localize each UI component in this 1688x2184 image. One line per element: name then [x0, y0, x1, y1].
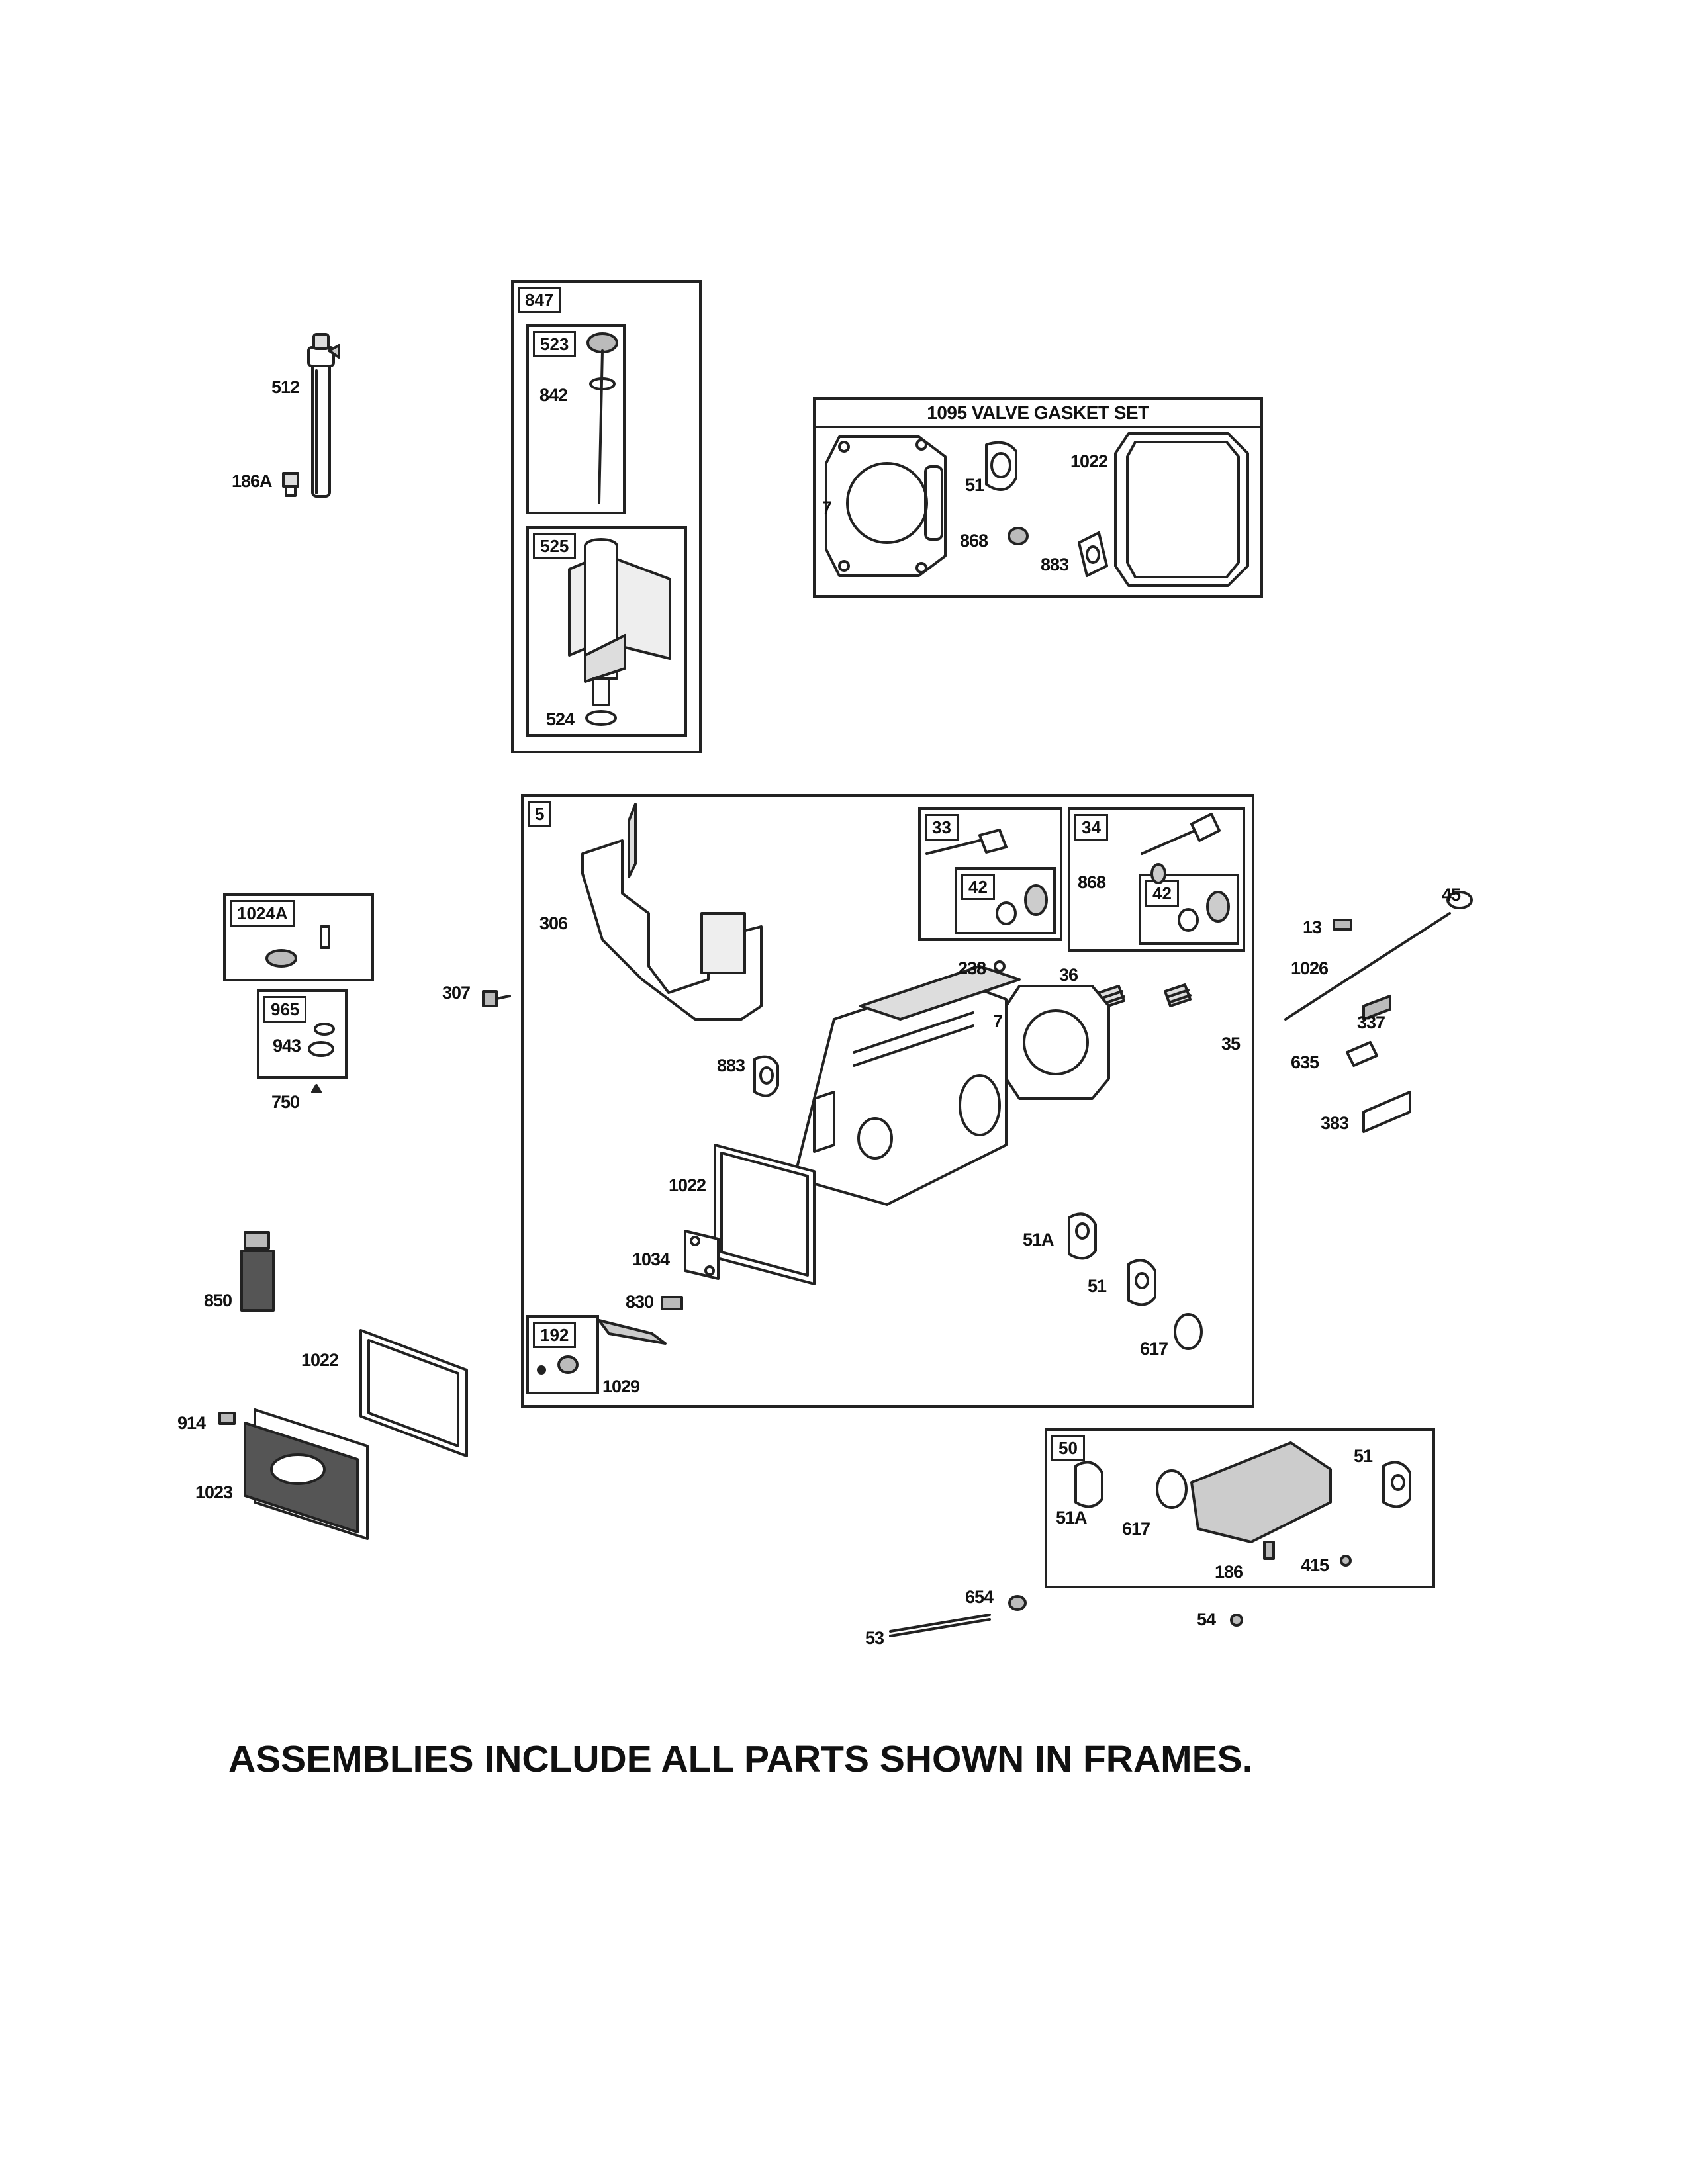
frame-tag-42-b: 42 — [1145, 880, 1179, 907]
assembly-frame-33: 33 — [918, 807, 1062, 941]
cylinder-head-drawing — [793, 965, 1021, 1206]
callout-51a-manifold: 51A — [1056, 1508, 1088, 1527]
callout-36: 36 — [1059, 965, 1078, 985]
callout-51-head: 51 — [1088, 1276, 1107, 1296]
fitting-186a-drawing — [282, 472, 299, 497]
assembly-frame-847: 847 — [511, 280, 702, 753]
frame-tag-523: 523 — [533, 331, 577, 357]
callout-306: 306 — [539, 913, 568, 933]
assembly-frame-523: 523 — [526, 324, 626, 514]
assembly-frame-50: 50 — [1045, 1428, 1435, 1588]
callout-524: 524 — [546, 709, 575, 729]
spring-and-gasket-drawing — [994, 960, 1192, 1100]
callout-383: 383 — [1321, 1113, 1349, 1133]
sealant-tube-drawing — [240, 1231, 275, 1312]
callout-307: 307 — [442, 983, 471, 1003]
callout-850: 850 — [204, 1291, 232, 1310]
frame-tag-192: 192 — [533, 1322, 577, 1348]
callout-654: 654 — [965, 1587, 994, 1607]
callout-45: 45 — [1442, 885, 1461, 905]
breather-and-cap-drawing — [265, 925, 335, 1093]
frame-tag-50: 50 — [1051, 1435, 1085, 1461]
assembly-frame-192: 192 — [526, 1315, 599, 1394]
assembly-frame-1024a: 1024A — [223, 893, 374, 981]
valve-cover-gasket-drawing — [359, 1329, 468, 1457]
bolt-307-drawing — [482, 990, 511, 1007]
dipstick-tube-drawing — [307, 333, 340, 498]
callout-337: 337 — [1357, 1013, 1385, 1032]
callout-415: 415 — [1301, 1555, 1329, 1575]
callout-1023: 1023 — [195, 1482, 233, 1502]
callout-186a: 186A — [232, 471, 273, 491]
callout-51a-head: 51A — [1023, 1230, 1055, 1250]
callout-842: 842 — [539, 385, 568, 405]
callout-868-gasket-set: 868 — [960, 531, 988, 551]
pushrod-and-sensor-drawing — [1284, 891, 1473, 1133]
callout-13: 13 — [1303, 917, 1322, 937]
callout-1022-cover: 1022 — [301, 1350, 339, 1370]
callout-7-head: 7 — [993, 1011, 1003, 1031]
callout-617-head: 617 — [1140, 1339, 1168, 1359]
assembly-frame-525: 525 — [526, 526, 687, 737]
studs-and-nuts-drawing — [889, 1595, 1243, 1637]
intake-valve-drawing — [925, 829, 1048, 925]
frame-tag-1024a: 1024A — [230, 900, 295, 927]
assemblies-note: ASSEMBLIES INCLUDE ALL PARTS SHOWN IN FR… — [228, 1738, 1253, 1780]
callout-750: 750 — [271, 1092, 300, 1112]
frame-tag-34: 34 — [1074, 814, 1108, 841]
assembly-frame-42-a: 42 — [955, 867, 1056, 934]
valve-cover-drawing — [218, 1408, 369, 1540]
callout-1022-gasket-set: 1022 — [1070, 451, 1108, 471]
callout-635: 635 — [1291, 1052, 1319, 1072]
frame-tag-847: 847 — [518, 287, 561, 313]
callout-617-manifold: 617 — [1122, 1519, 1150, 1539]
assembly-frame-42-b: 42 — [1139, 874, 1239, 945]
assembly-frame-965: 965 — [257, 989, 348, 1079]
valve-gasket-set-drawing — [825, 432, 1249, 587]
frame-tag-965: 965 — [263, 996, 307, 1023]
callout-943: 943 — [273, 1036, 301, 1056]
intake-manifold-drawing — [1074, 1441, 1411, 1567]
callout-53: 53 — [865, 1628, 884, 1648]
callout-1022-head: 1022 — [669, 1175, 706, 1195]
valve-gasket-set-frame: 1095 VALVE GASKET SET — [813, 397, 1263, 598]
tube-bracket-drawing — [568, 538, 671, 726]
assembly-frame-34: 34 — [1068, 807, 1245, 952]
callout-51-manifold: 51 — [1354, 1446, 1373, 1466]
callout-1026: 1026 — [1291, 958, 1329, 978]
frame-tag-33: 33 — [925, 814, 959, 841]
callout-883-head: 883 — [717, 1056, 745, 1075]
callout-512: 512 — [271, 377, 300, 397]
callout-1029: 1029 — [602, 1377, 640, 1396]
callout-238: 238 — [958, 958, 986, 978]
head-gaskets-drawing — [537, 1055, 816, 1375]
frame-tag-5: 5 — [528, 801, 552, 827]
exhaust-valve-drawing — [1141, 813, 1230, 932]
callout-830: 830 — [626, 1292, 654, 1312]
callout-186: 186 — [1215, 1562, 1243, 1582]
valve-gasket-set-title: 1095 VALVE GASKET SET — [816, 400, 1260, 428]
callout-868-valve: 868 — [1078, 872, 1106, 892]
callout-35: 35 — [1221, 1034, 1241, 1054]
frame-tag-525: 525 — [533, 533, 577, 559]
callout-883-gasket-set: 883 — [1041, 555, 1069, 574]
cylinder-shroud-drawing — [581, 803, 763, 1021]
callout-1034: 1034 — [632, 1250, 670, 1269]
callout-7-gasket-set: 7 — [822, 498, 832, 518]
assembly-frame-5: 5 — [521, 794, 1254, 1408]
callout-54: 54 — [1197, 1610, 1216, 1629]
frame-tag-42-a: 42 — [961, 874, 995, 900]
dipstick-drawing — [586, 332, 618, 504]
callout-51-gasket-set: 51 — [965, 475, 984, 495]
callout-914: 914 — [177, 1413, 206, 1433]
intake-gaskets-drawing — [1068, 1212, 1203, 1350]
